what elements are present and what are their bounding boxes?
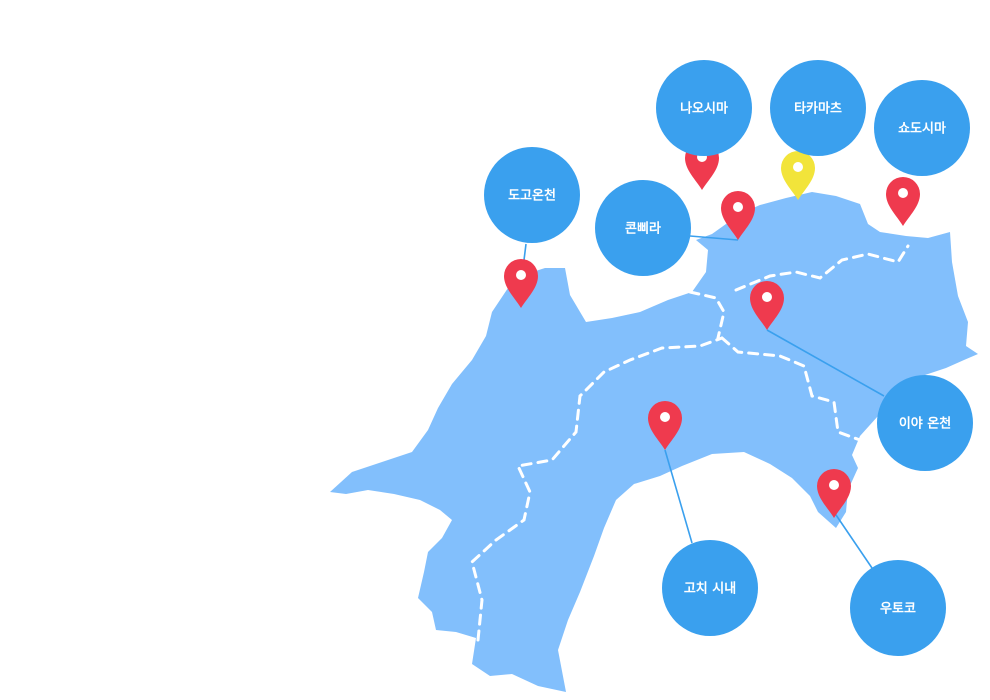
place-bubble-kochi-city[interactable]: 고치 시내	[662, 540, 758, 636]
place-bubble-konpira[interactable]: 콘삐라	[595, 180, 691, 276]
place-bubble-takamatsu[interactable]: 타카마츠	[770, 60, 866, 156]
region-border-north	[688, 290, 726, 340]
leader-line-kochi-city	[664, 449, 693, 544]
shikoku-landmass	[330, 192, 978, 692]
region-border-east	[734, 244, 910, 292]
map-pin-icon[interactable]	[504, 259, 538, 308]
leader-line-konpira	[689, 235, 739, 241]
region-border-west	[470, 336, 724, 642]
place-bubble-dogo-onsen[interactable]: 도고온천	[484, 147, 580, 243]
map-pin-icon[interactable]	[750, 281, 784, 330]
place-bubble-iya-onsen[interactable]: 이야 온천	[877, 375, 973, 471]
map-pin-icon[interactable]	[781, 151, 815, 200]
map-pin-icon[interactable]	[886, 177, 920, 226]
map-pin-icon[interactable]	[648, 401, 682, 450]
leader-line-utoko	[833, 511, 873, 569]
leader-line-iya-onsen	[766, 329, 885, 397]
map-pin-icon[interactable]	[817, 469, 851, 518]
region-border-center	[720, 336, 862, 442]
place-bubble-shodoshima[interactable]: 쇼도시마	[874, 80, 970, 176]
place-bubble-utoko[interactable]: 우토코	[850, 560, 946, 656]
map-pin-icon[interactable]	[721, 191, 755, 240]
place-bubble-naoshima[interactable]: 나오시마	[656, 60, 752, 156]
